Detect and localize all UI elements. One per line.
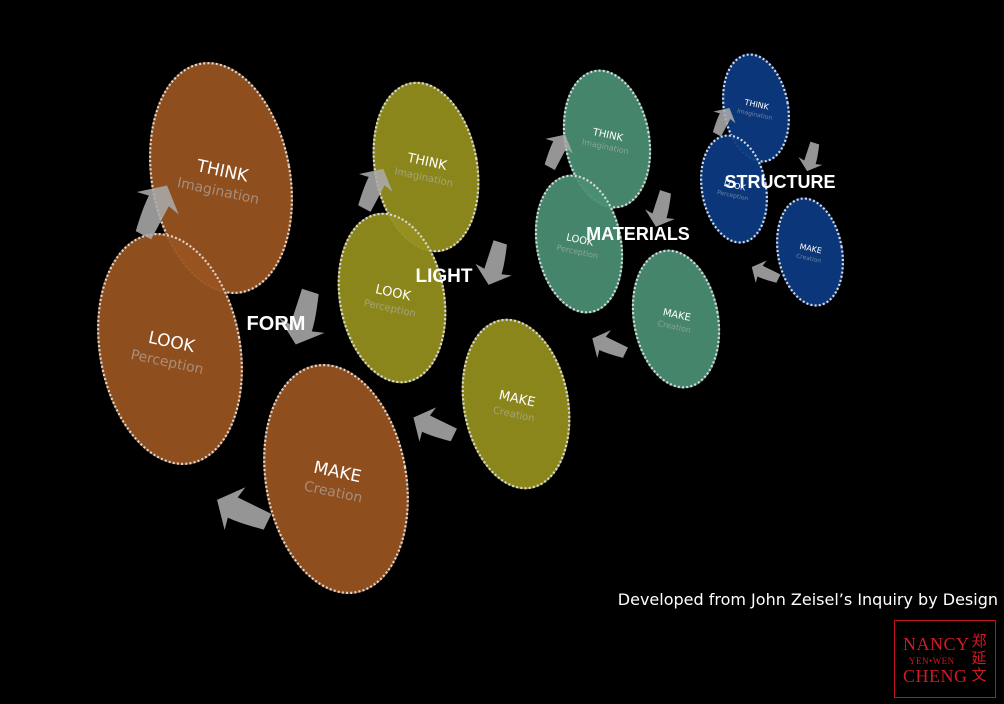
cycle-arrow: [592, 330, 628, 359]
cycle-arrow: [712, 108, 736, 137]
look-label: LOOK: [374, 282, 413, 304]
look-dotted-border: [97, 233, 243, 465]
look-dotted-border: [337, 212, 447, 384]
think-disc: [372, 81, 480, 253]
look-dotted-border: [700, 134, 768, 244]
logo-line-1: NANCY: [903, 634, 970, 654]
cycle-title: STRUCTURE: [725, 172, 836, 192]
make-disc: [461, 318, 571, 490]
look-disc: [337, 212, 447, 384]
make-disc: [776, 197, 844, 307]
cycle-form: THINKImaginationLOOKPerceptionMAKECreati…: [97, 62, 409, 595]
cycle-arrow: [544, 134, 573, 170]
nancy-cheng-logo: NANCY YEN•WEN CHENG 郑 延 文: [894, 620, 996, 698]
make-disc: [631, 249, 721, 389]
think-disc: [562, 69, 652, 209]
cycle-arrow: [413, 407, 457, 442]
cycle-title: LIGHT: [416, 266, 473, 287]
cycle-arrow: [645, 190, 675, 227]
cycle-arrow: [751, 260, 781, 283]
look-disc: [97, 233, 243, 465]
cycle-arrow: [475, 240, 512, 285]
logo-char-2: 延: [971, 649, 987, 667]
logo-chinese-name: 郑 延 文: [971, 633, 987, 684]
cycle-arrow: [798, 141, 823, 172]
cycle-title: MATERIALS: [586, 224, 690, 244]
logo-char-1: 郑: [971, 632, 987, 650]
logo-char-3: 文: [971, 666, 987, 684]
logo-line-3: CHENG: [903, 666, 968, 686]
cycle-arrow: [217, 487, 272, 530]
cycle-materials: THINKImaginationLOOKPerceptionMAKECreati…: [534, 69, 721, 389]
look-disc: [534, 174, 624, 314]
source-caption: Developed from John Zeisel’s Inquiry by …: [617, 590, 998, 609]
look-dotted-border: [534, 174, 624, 314]
think-dotted-border: [372, 81, 480, 253]
make-dotted-border: [263, 363, 409, 595]
think-dotted-border: [722, 53, 790, 163]
logo-line-2: YEN•WEN: [909, 656, 955, 666]
cycle-title: FORM: [247, 313, 306, 335]
think-disc: [722, 53, 790, 163]
cycle-light: THINKImaginationLOOKPerceptionMAKECreati…: [337, 81, 571, 490]
make-label: MAKE: [497, 388, 536, 410]
make-dotted-border: [776, 197, 844, 307]
cycle-arrow: [135, 185, 179, 240]
cycle-structure: THINKImaginationLOOKPerceptionMAKECreati…: [700, 53, 844, 307]
cycle-arrow: [279, 288, 325, 345]
make-disc: [263, 364, 409, 594]
think-disc: [149, 62, 293, 294]
cycle-arrow: [358, 168, 393, 212]
make-dotted-border: [631, 249, 721, 389]
make-dotted-border: [461, 318, 571, 490]
look-disc: [700, 134, 768, 244]
